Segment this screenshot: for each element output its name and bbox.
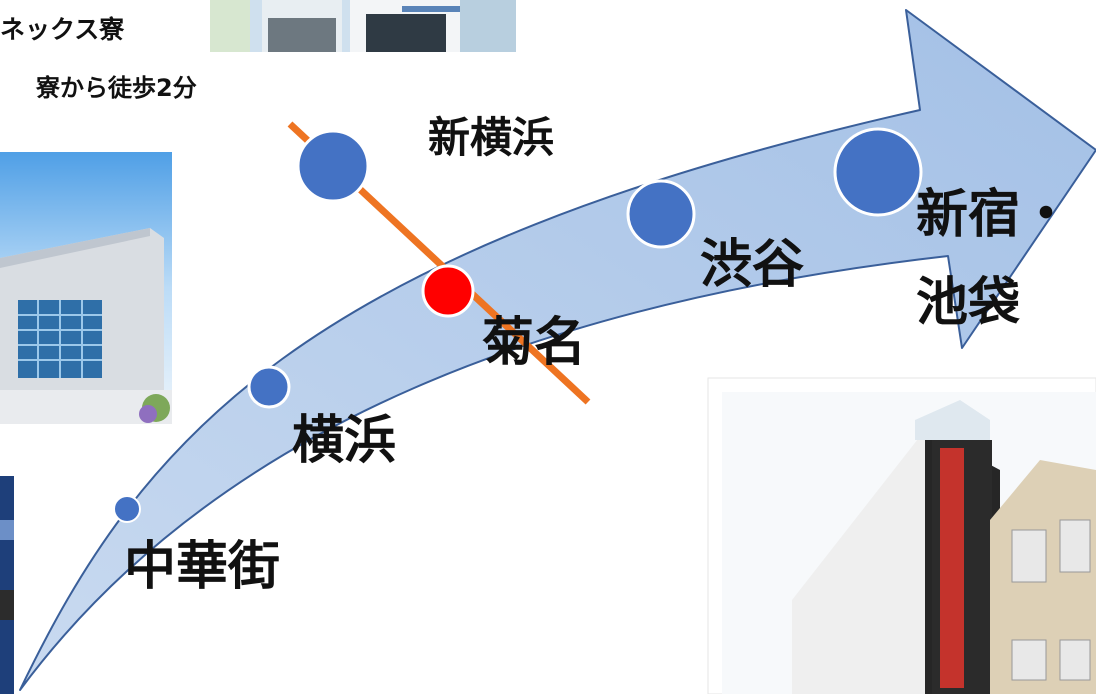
station-label-kikuna: 菊名 <box>482 313 587 373</box>
walk-time-caption: 寮から徒歩2分 <box>36 74 197 102</box>
station-label-shibuya: 渋谷 <box>700 235 805 295</box>
modern-building-photo <box>0 152 172 424</box>
station-dot-chinatown <box>113 495 141 523</box>
station-dot-kikuna <box>421 264 475 318</box>
building-photo-strip <box>0 476 14 694</box>
station-dot-yokohama <box>247 365 291 409</box>
station-dot-shinjuku <box>833 127 923 217</box>
dorm-name-caption: ネックス寮 <box>0 15 125 44</box>
station-label-shin-yokohama: 新横浜 <box>428 113 555 162</box>
route-arrow <box>19 9 1096 691</box>
dorm-building-photo <box>210 0 516 52</box>
station-label-yokohama: 横浜 <box>292 411 397 471</box>
station-label-chinatown: 中華街 <box>124 537 281 597</box>
station-dot-shibuya <box>626 179 696 249</box>
clinic-building-photo <box>707 377 1096 694</box>
station-dot-shin-yokohama <box>296 129 370 203</box>
station-label-ikebukuro: 池袋 <box>916 273 1021 333</box>
station-label-shinjuku: 新宿・ <box>916 185 1073 245</box>
